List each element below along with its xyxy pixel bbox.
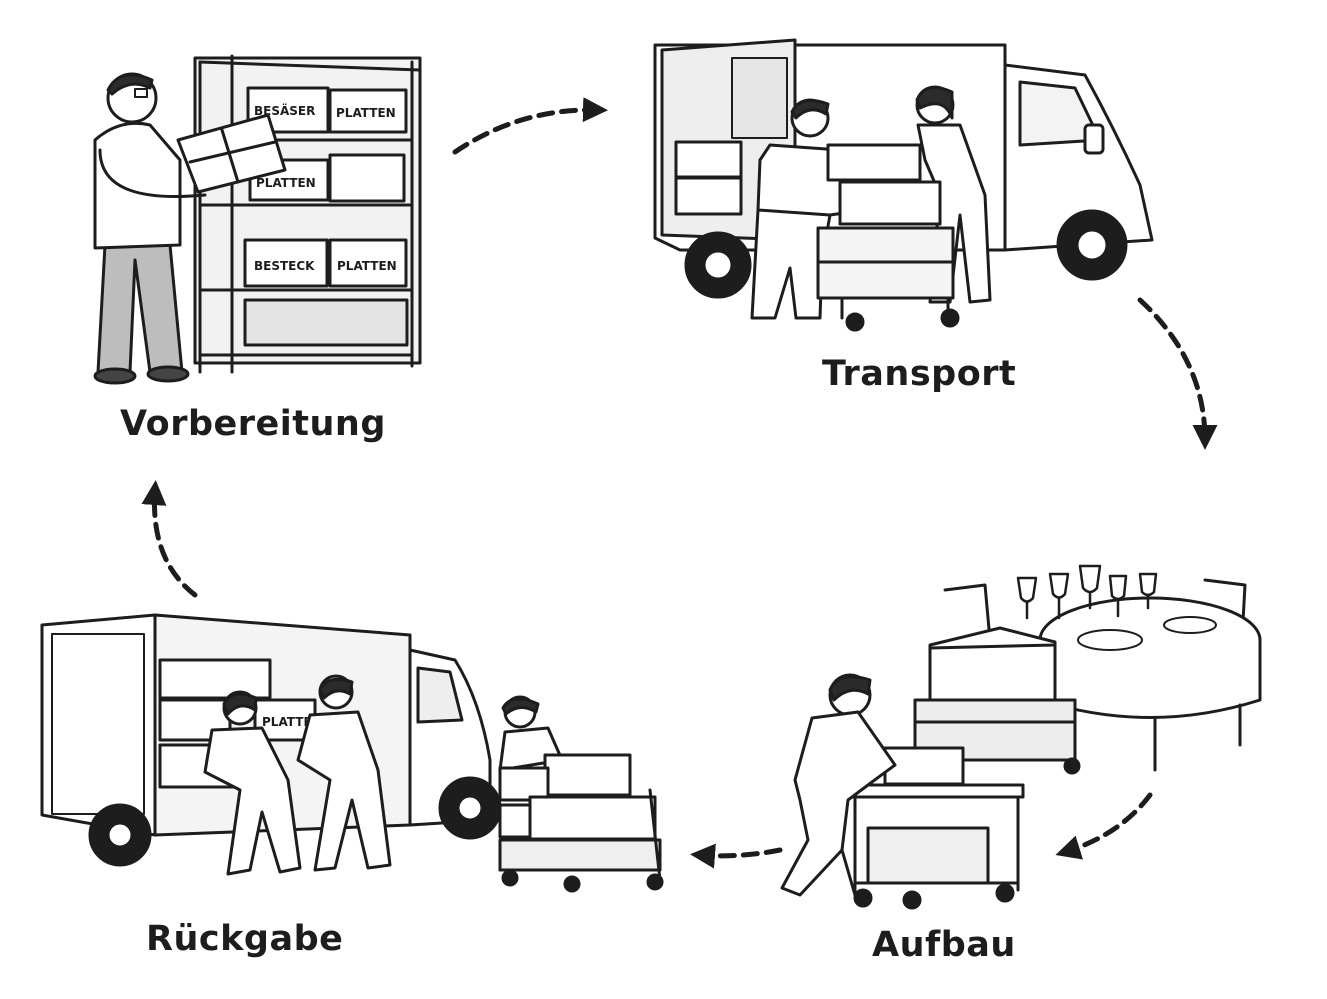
trolley-icon: [498, 753, 664, 893]
table-icon: [943, 578, 1262, 772]
step-aufbau-illustration: [780, 564, 1262, 910]
shelf-box-label: PLATTEN: [336, 106, 396, 120]
truck-icon: [40, 613, 502, 867]
step-vorbereitung-illustration: BESÄSER PLATTEN PLATTEN BESTECK PLATTEN: [93, 54, 422, 385]
person-icon: [93, 72, 287, 385]
arrow-icon: [141, 480, 198, 598]
step-label-rueckgabe: Rückgabe: [146, 919, 344, 959]
shelf-box-label: PLATTEN: [256, 176, 316, 190]
step-label-aufbau: Aufbau: [872, 925, 1016, 965]
trolley-icon: [816, 143, 960, 332]
shelf-box-label: PLATTEN: [337, 259, 397, 273]
person-icon: [780, 673, 897, 897]
wine-glass-icon: [1016, 564, 1158, 620]
step-transport-illustration: [653, 38, 1154, 332]
shelf-icon: [193, 54, 422, 374]
box-icon: [913, 626, 1081, 775]
shelf-box-label: BESÄSER: [254, 103, 315, 118]
step-label-vorbereitung: Vorbereitung: [120, 404, 386, 444]
person-icon: [296, 674, 392, 872]
arrow-icon: [1137, 297, 1218, 450]
arrow-icon: [1055, 792, 1153, 860]
person-icon: [203, 690, 302, 876]
arrow-icon: [690, 843, 783, 869]
step-label-transport: Transport: [822, 354, 1017, 394]
step-rueckgabe-illustration: PLATTEN: [40, 613, 664, 893]
shelf-box-label: BESTECK: [254, 259, 315, 273]
arrow-icon: [452, 97, 608, 155]
person-icon: [750, 98, 867, 320]
cycle-arrows: [141, 97, 1218, 869]
